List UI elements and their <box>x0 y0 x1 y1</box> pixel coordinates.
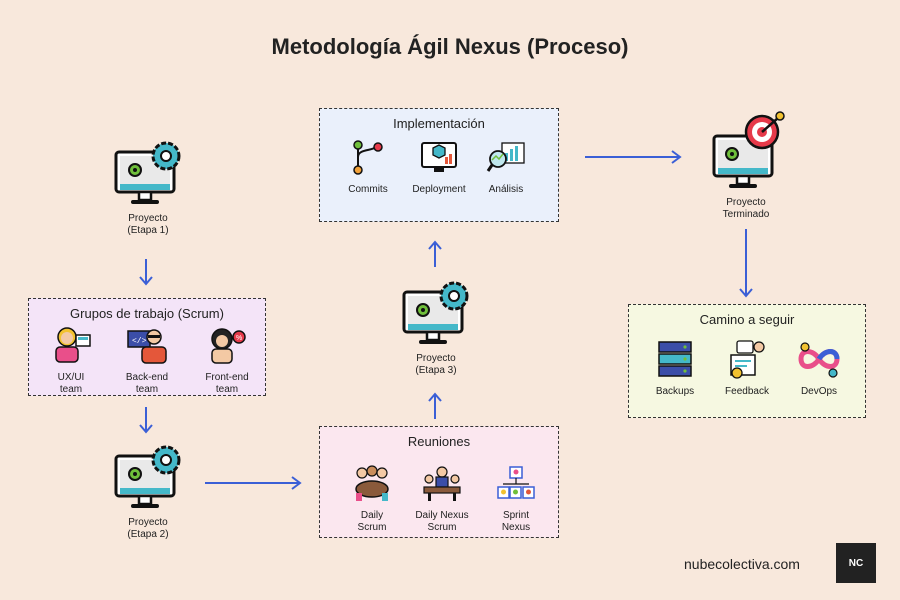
project-finished: Proyecto Terminado <box>696 110 796 221</box>
group-item-back-end-label-2: team <box>135 384 159 395</box>
arrow-groups-to-stage2 <box>139 407 153 434</box>
meeting-item-daily-nexus-scrum-label-2: Scrum <box>427 522 457 533</box>
meeting-item-daily-scrum: Daily Scrum <box>332 465 412 534</box>
arrow-stage1-to-groups <box>139 259 153 286</box>
group-item-front-end: % Front-end team <box>187 325 267 396</box>
path-item-feedback: Feedback <box>707 339 787 398</box>
meeting-item-daily-nexus-scrum-label-1: Daily Nexus <box>415 510 469 521</box>
deployment-monitor-icon <box>421 142 457 172</box>
project-stage-1-label-1: Proyecto <box>128 213 168 224</box>
implementation-item-commits-label: Commits <box>348 184 388 195</box>
path-item-backups-label: Backups <box>655 386 695 397</box>
path-box: Camino a seguir Backups Feedback <box>628 304 866 418</box>
project-stage-1: Proyecto (Etapa 1) <box>100 138 196 237</box>
group-item-ux-ui-label-2: team <box>59 384 83 395</box>
svg-text:%: % <box>236 335 242 342</box>
frontend-developer-icon: % <box>211 328 246 364</box>
group-item-back-end-label-1: Back-end <box>125 372 169 383</box>
meeting-item-daily-nexus-scrum: Daily Nexus Scrum <box>402 465 482 534</box>
meeting-item-daily-scrum-label-1: Daily <box>360 510 384 521</box>
group-item-front-end-label-1: Front-end <box>205 372 249 383</box>
monitor-gear-icon <box>114 445 181 508</box>
monitor-gear-icon <box>402 281 469 344</box>
meeting-item-sprint-nexus-label-2: Nexus <box>501 522 531 533</box>
arrow-implementation-to-finished <box>585 150 682 164</box>
feedback-icon <box>730 340 765 379</box>
implementation-item-analisis: Análisis <box>466 139 546 196</box>
team-meeting-icon <box>355 465 389 501</box>
ux-designer-icon <box>55 327 91 363</box>
group-item-back-end: </> Back-end team <box>107 325 187 396</box>
footer-site-link[interactable]: nubecolectiva.com <box>684 556 800 572</box>
project-stage-2: Proyecto (Etapa 2) <box>100 442 196 541</box>
path-item-devops: DevOps <box>779 339 859 398</box>
nexus-meeting-icon <box>423 466 461 501</box>
meeting-item-sprint-nexus: Sprint Nexus <box>476 465 556 534</box>
analytics-icon <box>486 142 525 172</box>
implementation-item-deployment: Deployment <box>399 139 479 196</box>
arrow-stage3-to-implementation <box>428 240 442 267</box>
meetings-box: Reuniones Daily Scrum Daily Nexus Scrum <box>319 426 559 538</box>
project-stage-2-label-1: Proyecto <box>128 517 168 528</box>
monitor-gear-icon <box>114 141 181 204</box>
nube-colectiva-logo: NC <box>836 543 876 583</box>
implementation-title: Implementación <box>393 116 485 131</box>
meeting-item-sprint-nexus-label-1: Sprint <box>502 510 530 521</box>
project-stage-1-label-2: (Etapa 1) <box>127 225 169 236</box>
meetings-title: Reuniones <box>407 434 471 449</box>
project-stage-3-label-1: Proyecto <box>416 353 456 364</box>
implementation-item-deployment-label: Deployment <box>412 184 466 195</box>
path-item-backups: Backups <box>635 339 715 398</box>
logo-text: NC <box>848 557 864 569</box>
groups-title: Grupos de trabajo (Scrum) <box>70 306 224 321</box>
implementation-item-commits: Commits <box>328 139 408 196</box>
backend-developer-icon: </> <box>127 329 167 364</box>
project-finished-label-2: Terminado <box>722 209 770 220</box>
group-item-ux-ui: UX/UI team <box>31 325 111 396</box>
implementation-item-analisis-label: Análisis <box>488 184 524 195</box>
arrow-meetings-to-stage3 <box>428 392 442 419</box>
project-finished-label-1: Proyecto <box>726 197 766 208</box>
monitor-target-icon <box>712 111 785 188</box>
page-title: Metodología Ágil Nexus (Proceso) <box>271 34 629 59</box>
implementation-box: Implementación Commits Deployment <box>319 108 559 222</box>
groups-box: Grupos de trabajo (Scrum) UX/UI team </>… <box>28 298 266 396</box>
arrow-finished-to-path <box>739 229 753 298</box>
path-item-devops-label: DevOps <box>800 386 838 397</box>
path-item-feedback-label: Feedback <box>725 386 769 397</box>
group-item-ux-ui-label-1: UX/UI <box>57 372 85 383</box>
svg-text:</>: </> <box>132 337 147 346</box>
meeting-item-daily-scrum-label-2: Scrum <box>357 522 387 533</box>
path-title: Camino a seguir <box>699 312 795 327</box>
project-stage-3-label-2: (Etapa 3) <box>415 365 457 376</box>
devops-infinity-icon <box>798 342 840 378</box>
org-chart-icon <box>497 466 535 499</box>
git-branch-icon <box>353 140 383 175</box>
server-icon <box>658 341 692 377</box>
arrow-stage2-to-meetings <box>205 476 302 490</box>
project-stage-2-label-2: (Etapa 2) <box>127 529 169 540</box>
group-item-front-end-label-2: team <box>215 384 239 395</box>
project-stage-3: Proyecto (Etapa 3) <box>388 278 484 377</box>
